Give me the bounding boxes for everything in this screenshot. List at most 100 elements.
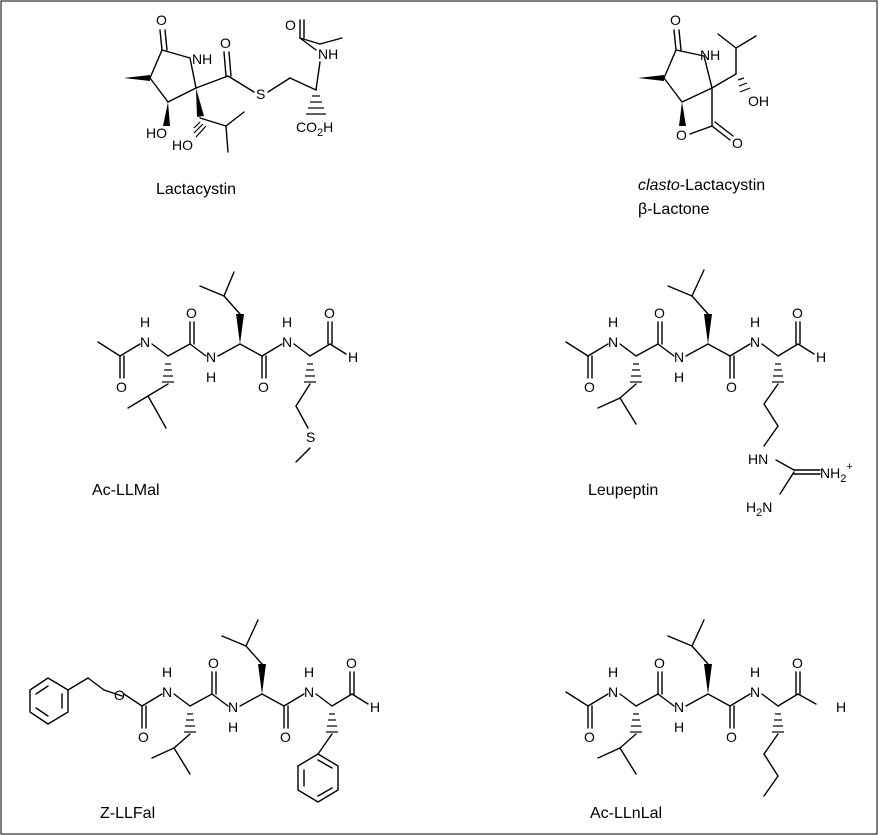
acllmal-H1: H (140, 314, 150, 330)
clasto-OH: OH (748, 93, 769, 109)
zllfal-N2: N (228, 699, 238, 715)
leup-N2: N (674, 349, 684, 365)
acllmal-O1: O (116, 379, 127, 395)
zllfal-O2: O (208, 655, 219, 671)
clasto-lactone-wedge (679, 102, 686, 126)
acllnlal-hash-3 (772, 713, 784, 733)
leup-aldH: H (816, 349, 826, 365)
clasto-NH: NH (700, 47, 720, 63)
lact-ring-O: O (156, 12, 167, 28)
zllfal-caption: Z-LLFal (100, 805, 155, 822)
leup-O4: O (792, 305, 803, 321)
acllmal-caption: Ac-LLMal (92, 482, 160, 499)
acllmal-O4: O (324, 305, 335, 321)
leupeptin-caption: Leupeptin (588, 482, 658, 499)
acllnlal-structure: O N H O N H O N H O H (565, 619, 846, 822)
lact-oh-wedge (163, 102, 170, 126)
lact-NH-2: NH (318, 46, 338, 62)
leup-hash-1 (630, 363, 642, 383)
lact-hash-1 (306, 95, 326, 115)
zllfal-O-benzyl: O (114, 687, 125, 703)
acllmal-H2: H (206, 369, 216, 385)
zllfal-H3: H (304, 664, 314, 680)
lactacystin-structure: O NH HO O S NH O CO2H (124, 12, 343, 198)
lact-S: S (256, 86, 265, 102)
lact-HO-2: HO (172, 137, 193, 153)
leup-O1: O (584, 379, 595, 395)
clasto-structure: O NH O O OH clasto-Lactacystin β-Lactone (638, 12, 769, 218)
lact-amide-O: O (285, 17, 296, 33)
lact-CO2H: CO2H (296, 119, 333, 139)
acllmal-H3: H (282, 314, 292, 330)
leupeptin-structure: O N H O N H O N H O H (565, 269, 853, 519)
lact-ring (149, 49, 197, 103)
acllnlal-N2: N (674, 699, 684, 715)
leup-NH2plus: NH2+ (820, 461, 853, 485)
leup-wedge-2 (704, 314, 712, 344)
leup-H2: H (674, 369, 684, 385)
lactacystin-caption: Lactacystin (156, 181, 236, 198)
clasto-caption-line1: clasto-Lactacystin (638, 177, 765, 194)
lact-HO-1: HO (146, 125, 167, 141)
acllmal-structure: O N H O N H O N H O H (92, 271, 358, 499)
leup-H1: H (608, 314, 618, 330)
acllnlal-O3: O (726, 729, 737, 745)
acllmal-N3: N (282, 334, 292, 350)
leup-hash-3 (772, 363, 784, 383)
leup-H2N: H2N (746, 499, 772, 519)
acllmal-N1: N (140, 334, 150, 350)
clasto-methyl-wedge (638, 75, 664, 81)
clasto-ring-O: O (670, 12, 681, 28)
acllnlal-H2: H (674, 719, 684, 735)
zllfal-O1: O (138, 729, 149, 745)
acllnlal-O1: O (584, 729, 595, 745)
acllmal-O3: O (258, 379, 269, 395)
clasto-caption-line2: β-Lactone (638, 201, 710, 218)
acllnlal-N3: N (750, 684, 760, 700)
lact-hash-2 (193, 121, 207, 138)
acllnlal-O4: O (792, 655, 803, 671)
acllnlal-N1: N (608, 684, 618, 700)
zllfal-hash-3 (326, 713, 338, 733)
zllfal-H1: H (162, 664, 172, 680)
leup-O2: O (654, 305, 665, 321)
acllmal-S: S (306, 429, 315, 445)
acllnlal-caption: Ac-LLnLal (590, 805, 662, 822)
acllnlal-wedge-2 (704, 664, 712, 694)
zllfal-N1: N (162, 684, 172, 700)
zllfal-wedge-2 (258, 664, 266, 694)
acllmal-O2: O (186, 305, 197, 321)
leup-N3: N (750, 334, 760, 350)
acllnlal-H1: H (608, 664, 618, 680)
zllfal-structure: O O N H O N H O N H O H (29, 619, 380, 822)
clasto-lactone-O: O (676, 127, 687, 143)
zllfal-benzene-1 (29, 677, 69, 725)
zllfal-N3: N (304, 684, 314, 700)
leup-N1: N (608, 334, 618, 350)
clasto-hash (737, 77, 751, 93)
lact-bold-wedge (196, 88, 204, 117)
clasto-carbonyl-O: O (732, 135, 743, 151)
zllfal-O3: O (280, 729, 291, 745)
leup-H3: H (750, 314, 760, 330)
acllmal-aldH: H (348, 349, 358, 365)
zllfal-benzene-2 (297, 753, 339, 803)
zllfal-O4: O (346, 655, 357, 671)
lact-NH: NH (192, 51, 212, 67)
lact-methyl-wedge (124, 75, 150, 81)
acllnlal-O2: O (654, 655, 665, 671)
acllmal-hash-3 (304, 363, 316, 383)
acllmal-wedge-2 (236, 314, 244, 344)
leup-O3: O (726, 379, 737, 395)
leup-HN: HN (748, 451, 768, 467)
lact-thioester-O: O (220, 35, 231, 51)
zllfal-aldH: H (370, 699, 380, 715)
acllnlal-H3: H (750, 664, 760, 680)
acllnlal-hash-1 (630, 713, 642, 733)
acllmal-N2: N (206, 349, 216, 365)
zllfal-hash-1 (184, 713, 196, 733)
acllmal-hash-1 (162, 363, 174, 383)
